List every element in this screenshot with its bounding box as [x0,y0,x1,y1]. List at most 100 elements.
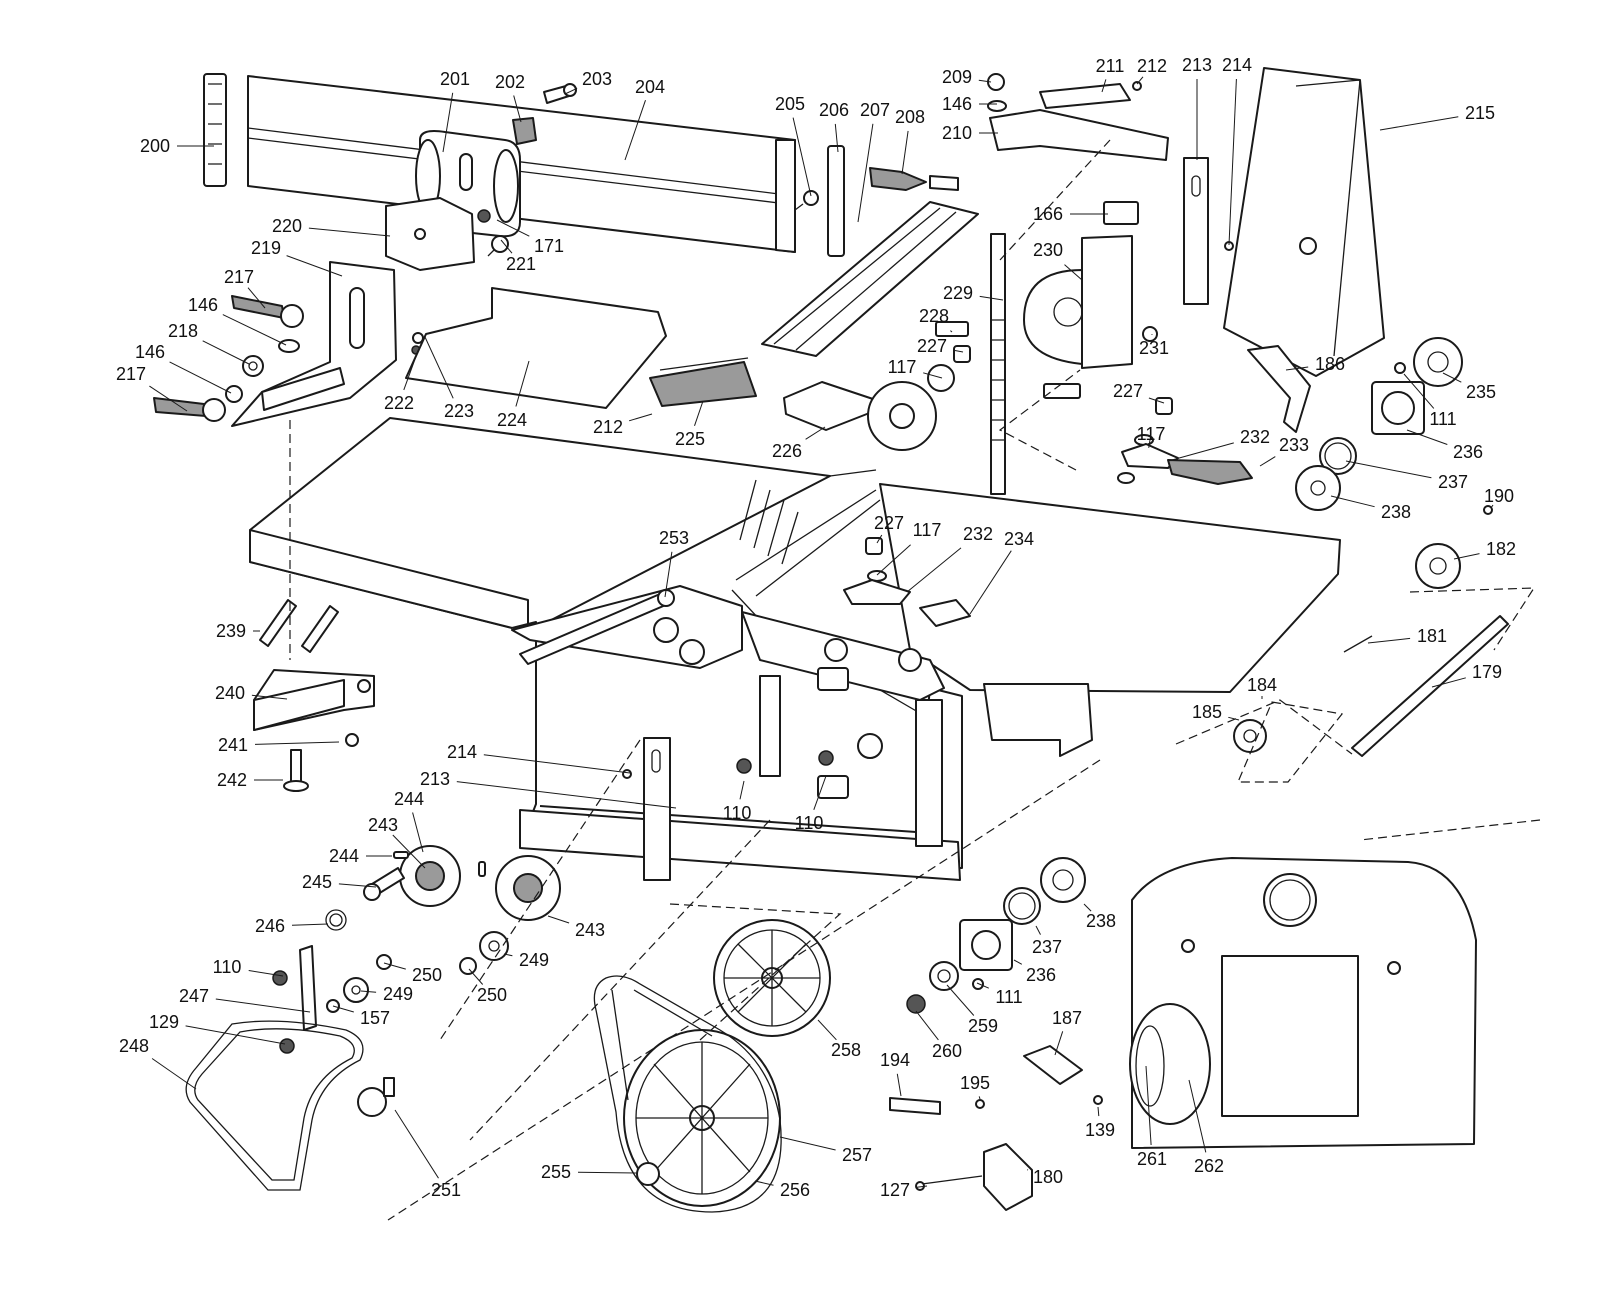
gear-sector [867,381,937,451]
screw-221 [487,235,509,257]
leader-line-139 [1097,1106,1100,1117]
main-table [249,417,1341,713]
guard-plate-224 [405,287,667,409]
nut-110-lower [272,970,288,986]
callout-182: 182 [1486,539,1516,559]
leader-line-249 [360,990,377,993]
leader-line-182 [1453,553,1480,560]
callout-227: 227 [917,336,947,356]
leader-line-127 [916,1185,928,1188]
lever-233 [1167,459,1253,485]
bearing-housing-236-top [1371,381,1425,435]
leader-line-209 [978,79,992,83]
leader-line-227 [953,349,964,353]
leader-line-146 [169,361,232,394]
leader-line-218 [202,340,250,365]
leader-line-186 [1285,366,1309,371]
callout-110: 110 [213,957,242,977]
callout-237: 237 [1032,937,1062,957]
callout-224: 224 [497,410,527,430]
callout-222: 222 [384,393,414,413]
callout-259: 259 [968,1016,998,1036]
nut-260 [906,994,926,1014]
leader-line-157 [332,1005,354,1013]
leader-line-234 [969,550,1012,615]
switch-box-180 [983,1143,1033,1211]
plate-166 [1103,201,1139,225]
bolt-242 [283,749,309,792]
leader-line-190 [1490,504,1494,508]
bearing-housing-236-bottom [959,919,1013,971]
bracket-210 [989,109,1169,161]
assembly-guide-lines [289,139,1541,1221]
screw-111-top [1394,362,1406,374]
leader-line-205 [792,117,812,197]
leader-line-220 [308,227,391,237]
leader-line-214 [1228,78,1237,246]
callout-220: 220 [272,216,302,236]
leader-line-228 [950,330,953,333]
leader-line-235 [1442,372,1462,383]
pin-244-a [393,851,409,859]
belt-257 [593,975,782,1213]
leader-line-129 [185,1025,286,1045]
leader-line-260 [915,1010,939,1041]
screw-241 [345,733,359,747]
leader-line-206 [834,123,839,153]
leader-line-215 [1379,116,1459,131]
callout-111: 111 [1429,409,1456,429]
leader-line-232 [1171,442,1234,461]
callout-238: 238 [1086,911,1116,931]
callout-179: 179 [1472,662,1502,682]
screw-205 [794,190,819,211]
callout-244: 244 [394,789,424,809]
callout-227: 227 [1113,381,1143,401]
spacer-218 [242,355,264,377]
collar-185 [1233,719,1267,753]
callout-261: 261 [1137,1149,1167,1169]
roller-250-b [459,957,477,975]
sprocket-249-a [479,931,509,961]
housing-230 [1023,235,1133,369]
callout-139: 139 [1085,1120,1115,1140]
callout-245: 245 [302,872,332,892]
leader-line-110 [739,780,745,800]
clamp-lever-217-lower [153,397,226,422]
callout-184: 184 [1247,675,1277,695]
height-lever-226 [783,381,877,431]
callout-211: 211 [1096,56,1125,76]
callout-232: 232 [963,524,993,544]
leader-line-212 [1136,76,1144,85]
feed-shaft-support [983,683,1093,757]
callout-187: 187 [1052,1008,1082,1028]
callout-194: 194 [880,1050,910,1070]
leader-line-259 [946,984,975,1016]
callout-249: 249 [383,984,413,1004]
callout-217: 217 [116,364,146,384]
callout-247: 247 [179,986,209,1006]
callout-213: 213 [420,769,450,789]
leader-line-225 [694,400,704,426]
callout-146: 146 [188,295,218,315]
leader-line-146 [222,314,287,346]
leader-line-237 [1345,460,1432,479]
leader-line-241 [254,741,340,745]
strip-213-bottom [643,737,671,881]
callout-111: 111 [995,987,1022,1007]
block-240 [253,669,375,731]
leader-line-208 [901,130,909,175]
rack-segment-225 [649,357,757,407]
guard-arm-253 [519,589,675,665]
leader-line-250 [383,962,406,970]
leader-line-187 [1054,1031,1064,1056]
strip-213-top [1183,157,1209,305]
leader-line-179 [1431,677,1466,688]
leader-line-226 [805,426,826,440]
callout-209: 209 [942,67,972,87]
infeed-outfeed-mechanism [511,585,945,799]
callout-204: 204 [635,77,665,97]
leader-line-253 [664,551,673,598]
callout-237: 237 [1438,472,1468,492]
callout-243: 243 [368,815,398,835]
